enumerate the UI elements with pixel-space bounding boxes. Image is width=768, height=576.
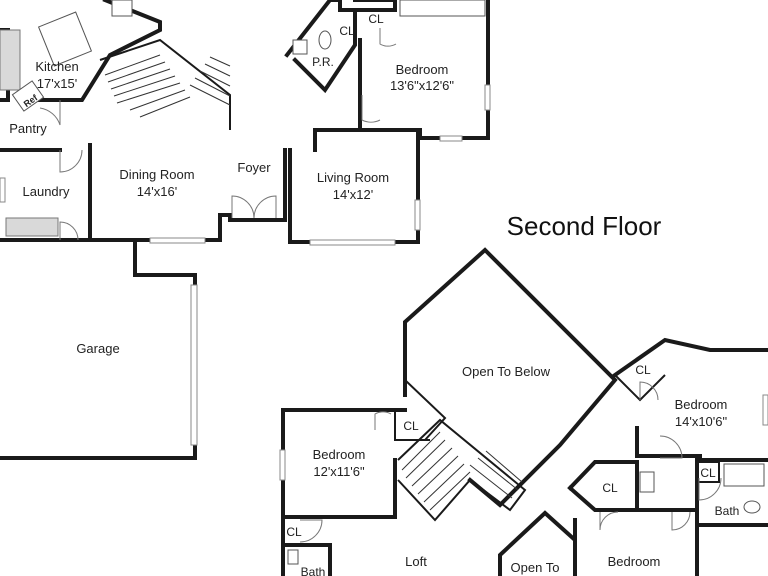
- open-below-rail: [404, 379, 447, 441]
- bedroom-top-door: [361, 95, 381, 123]
- dining-dims: 14'x16': [137, 184, 177, 199]
- kitchen-label: Kitchen: [35, 59, 78, 74]
- bath-right-tub: [723, 463, 765, 487]
- floor-title: Second Floor: [507, 211, 662, 241]
- cl-top-a-label: CL: [368, 12, 384, 26]
- first-floor-staircase: [99, 38, 231, 130]
- bedroom-right-upper-wall: [612, 337, 768, 378]
- second-floor-staircase: [397, 418, 527, 522]
- pantry-label: Pantry: [9, 121, 47, 136]
- garage-door: [190, 284, 198, 446]
- kitchen-counter: [0, 29, 21, 91]
- dining-window: [149, 237, 206, 244]
- bedroom-top-window-east: [484, 84, 491, 111]
- living-label: Living Room: [317, 170, 389, 185]
- bedroom-top-dims: 13'6"x12'6": [390, 78, 454, 93]
- open-to-bottom-label: Open To: [511, 560, 560, 575]
- pr-label: P.R.: [312, 55, 334, 69]
- bath-right-door: [698, 477, 722, 501]
- bedroom-bottom-right-door: [599, 511, 619, 531]
- bedroom-top-wall: [358, 0, 490, 140]
- foyer-door-left: [231, 195, 255, 219]
- ref-box: [11, 80, 45, 112]
- bath-right-toilet: [743, 500, 761, 514]
- bedroom-left-label: Bedroom: [313, 447, 366, 462]
- top-closet-box: [399, 0, 486, 17]
- bedroom-right-upper-window: [762, 394, 768, 426]
- bedroom-left-door: [299, 519, 323, 543]
- cl-right-b-box: [567, 460, 639, 512]
- living-window-south: [309, 239, 396, 246]
- bath-left-wall: [281, 543, 332, 576]
- bedroom-left-wall: [281, 408, 407, 576]
- pantry-door: [59, 149, 83, 173]
- bath-left-label: Bath: [301, 565, 326, 576]
- laundry-counter: [5, 217, 59, 237]
- first-floor: [0, 0, 491, 460]
- pr-sink: [292, 39, 308, 55]
- bedroom-left-dims: 12'x11'6": [313, 464, 365, 479]
- kitchen-door: [39, 100, 61, 126]
- cl-right-c-box: [696, 461, 720, 483]
- cl-left-second-a-label: CL: [403, 419, 419, 433]
- bedroom-right-upper-door: [659, 435, 683, 459]
- cl-right-c-label: CL: [700, 466, 716, 480]
- bedroom-top-closets: [338, 0, 397, 12]
- cl-bottom-right-door: [671, 511, 691, 531]
- bedroom-right-upper-dims: 14'x10'6": [675, 414, 728, 429]
- laundry-window: [0, 177, 6, 203]
- foyer-door-right: [253, 195, 277, 219]
- kitchen-dims: 17'x15': [37, 76, 77, 91]
- cl-right-a-label: CL: [635, 363, 651, 377]
- dining-label: Dining Room: [119, 167, 194, 182]
- cl-top-door: [379, 28, 397, 47]
- bath-mid-sink: [639, 471, 655, 493]
- living-wall: [288, 128, 420, 244]
- cl-left-second-b-label: CL: [286, 525, 302, 539]
- second-floor: [279, 247, 768, 576]
- bath-left-sink: [287, 549, 299, 565]
- living-window-east: [414, 199, 421, 231]
- cl-right-b-label: CL: [602, 481, 618, 495]
- living-dims: 14'x12': [333, 187, 373, 202]
- bedroom-left-window: [279, 449, 286, 481]
- kitchen-island: [37, 11, 93, 67]
- foyer-wall: [218, 148, 287, 222]
- bedroom-bottom-right-label: Bedroom: [608, 554, 661, 569]
- bath-right-label: Bath: [715, 504, 740, 518]
- bedroom-right-upper-label: Bedroom: [675, 397, 728, 412]
- open-below-label: Open To Below: [462, 364, 551, 379]
- foyer-label: Foyer: [237, 160, 271, 175]
- cl-right-a-door: [639, 381, 659, 401]
- kitchen-east-wall: [38, 0, 162, 102]
- bedroom-top-window-south: [439, 135, 463, 142]
- bedroom-right-upper-south: [635, 426, 768, 462]
- open-below-wall: [403, 247, 618, 508]
- laundry-door: [59, 221, 79, 241]
- bedroom-bottom-right-north: [598, 508, 699, 576]
- bedroom-left-south: [281, 458, 397, 519]
- cl-top-b-label: CL: [339, 24, 355, 38]
- garage-wall: [0, 238, 197, 460]
- laundry-label: Laundry: [23, 184, 70, 199]
- garage-label: Garage: [76, 341, 119, 356]
- pr-toilet: [318, 30, 332, 50]
- kitchen-sink: [111, 0, 133, 17]
- bedroom-left-cl-door: [374, 411, 392, 430]
- bedroom-top-label: Bedroom: [396, 62, 449, 77]
- loft-label: Loft: [405, 554, 427, 569]
